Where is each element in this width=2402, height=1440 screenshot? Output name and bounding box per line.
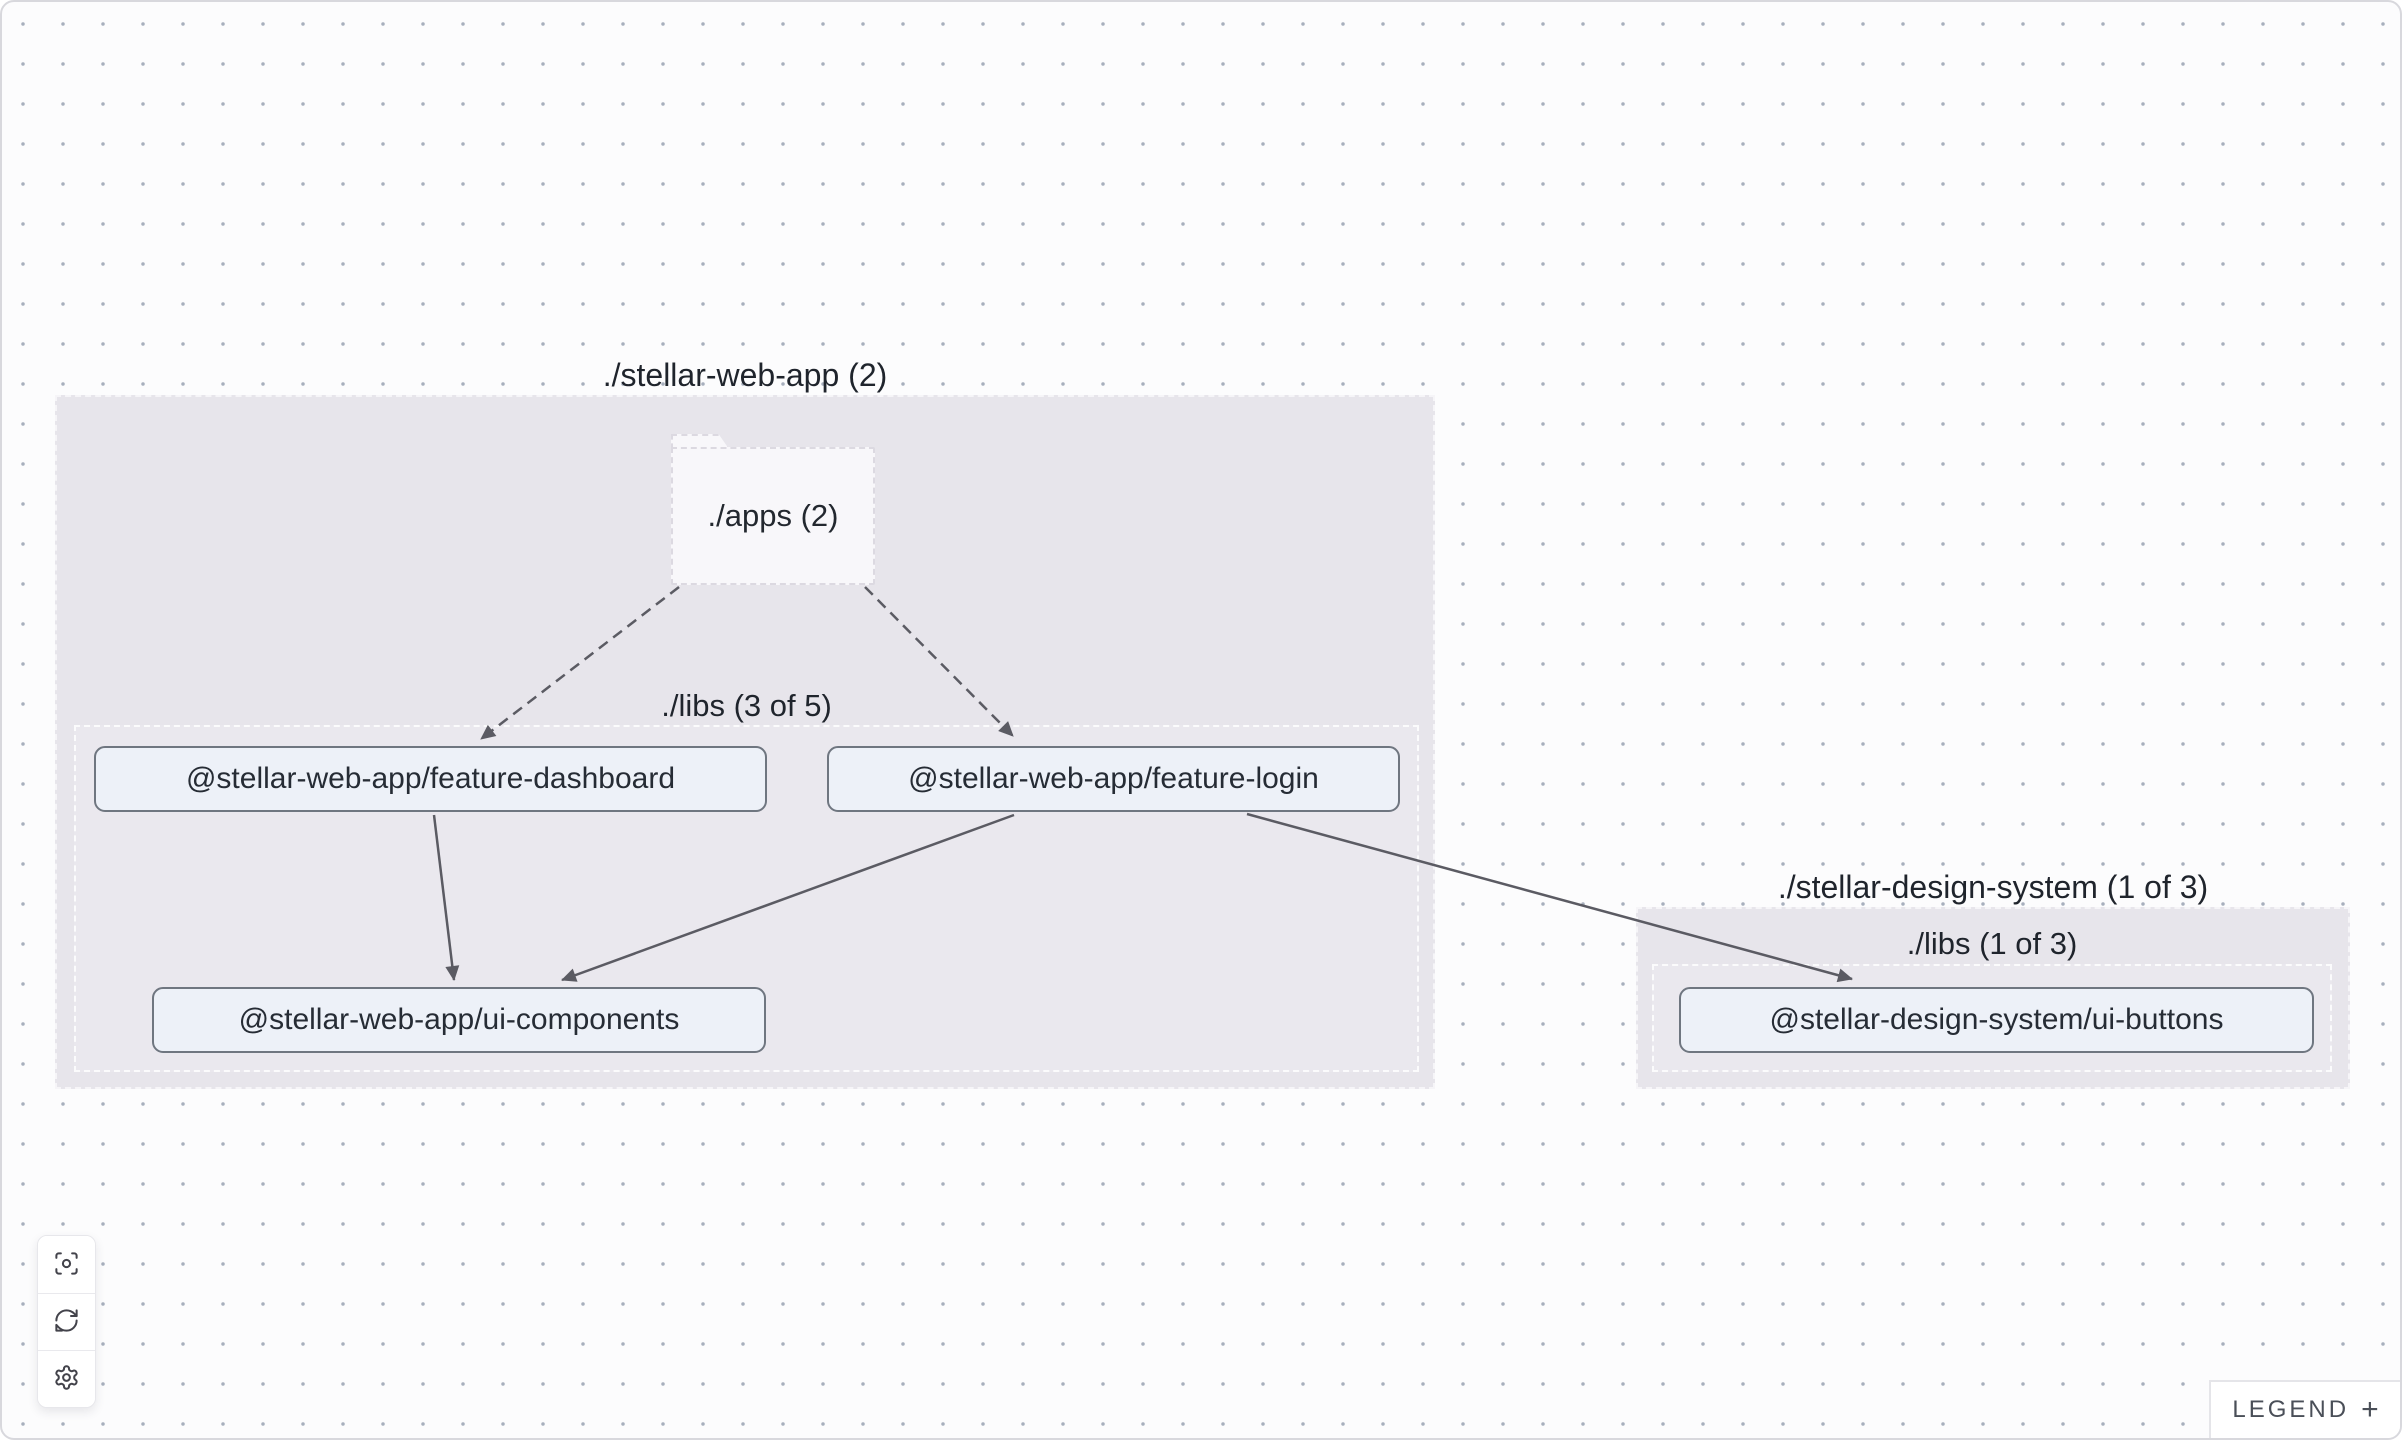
center-graph-button[interactable]	[38, 1236, 95, 1293]
edge-feature-login-to-ui-buttons[interactable]	[1246, 812, 1853, 983]
settings-icon	[53, 1364, 80, 1394]
legend-label: LEGEND	[2232, 1396, 2350, 1423]
sub-group-label-libs: ./libs (3 of 5)	[661, 688, 832, 723]
legend-toggle[interactable]: LEGEND +	[2209, 1380, 2400, 1438]
sub-group-label-libs-design-system: ./libs (1 of 3)	[1906, 926, 2078, 961]
node-feature-dashboard[interactable]: @stellar-web-app/feature-dashboard	[94, 746, 767, 812]
plus-icon: +	[2361, 1393, 2379, 1426]
folder-apps[interactable]: ./apps (2)	[671, 447, 875, 585]
edge-feature-dashboard-to-ui-components[interactable]	[432, 814, 460, 981]
refresh-graph-button[interactable]	[38, 1293, 95, 1350]
node-feature-login[interactable]: @stellar-web-app/feature-login	[827, 746, 1400, 812]
graph-toolbar	[37, 1235, 96, 1408]
focus-icon	[53, 1250, 80, 1280]
node-ui-buttons[interactable]: @stellar-design-system/ui-buttons	[1679, 987, 2314, 1053]
graph-settings-button[interactable]	[38, 1350, 95, 1407]
group-label-stellar-design-system: ./stellar-design-system (1 of 3)	[1777, 869, 2209, 905]
edge-feature-login-to-ui-components[interactable]	[561, 813, 1015, 982]
node-ui-components[interactable]: @stellar-web-app/ui-components	[152, 987, 766, 1053]
folder-apps-label: ./apps (2)	[707, 498, 839, 533]
group-label-stellar-web-app: ./stellar-web-app (2)	[602, 357, 888, 393]
edge-apps-to-feature-dashboard[interactable]	[480, 586, 680, 740]
refresh-icon	[53, 1307, 80, 1337]
